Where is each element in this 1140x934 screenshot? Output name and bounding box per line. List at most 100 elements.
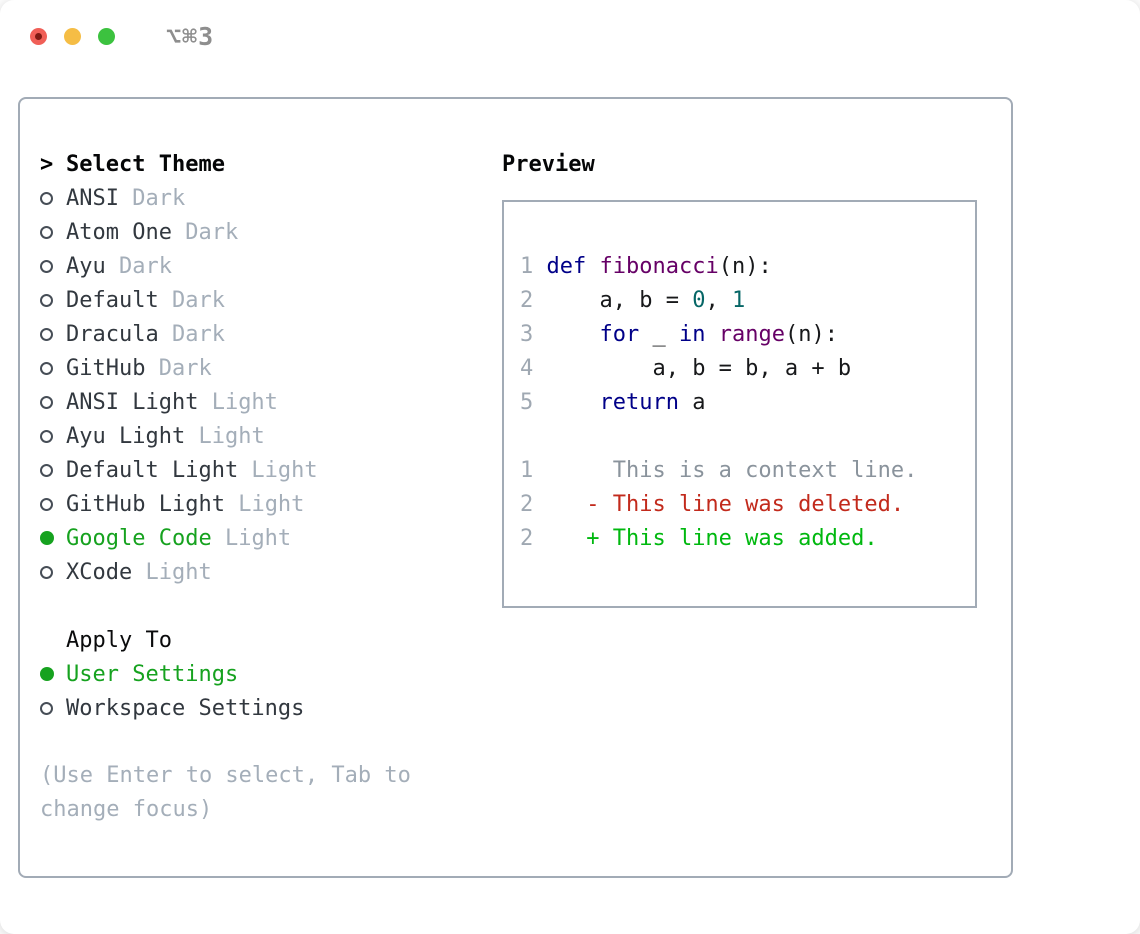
apply-option-label: Workspace Settings	[66, 695, 305, 721]
code-line: 1 def fibonacci(n):	[520, 250, 975, 284]
theme-variant-label: Light	[198, 389, 278, 415]
code-segment-ln: 3	[520, 322, 534, 347]
theme-variant-label: Light	[185, 423, 265, 449]
code-segment-p: a, b = b, a + b	[533, 356, 852, 381]
radio-icon	[40, 565, 66, 579]
theme-option-atom-one[interactable]: Atom One Dark	[40, 215, 480, 249]
close-button[interactable]	[30, 28, 47, 45]
theme-option-github[interactable]: GitHub Dark	[40, 351, 480, 385]
code-segment-del: - This line was deleted.	[533, 492, 905, 517]
code-line: 4 a, b = b, a + b	[520, 352, 975, 386]
theme-option-dracula[interactable]: Dracula Dark	[40, 317, 480, 351]
code-segment-p: a	[678, 390, 706, 415]
code-line: 1 This is a context line.	[520, 454, 975, 488]
preview-title: Preview	[502, 151, 595, 177]
code-line: 2 a, b = 0, 1	[520, 284, 975, 318]
theme-option-label: Dracula	[66, 321, 159, 347]
code-segment-kw: for	[599, 322, 640, 347]
code-segment-p: (n):	[784, 322, 838, 347]
code-segment-p: ,	[705, 288, 732, 313]
theme-option-github-light[interactable]: GitHub Light Light	[40, 487, 480, 521]
theme-option-label: XCode	[66, 559, 133, 585]
apply-option-user-settings[interactable]: User Settings	[40, 657, 480, 691]
code-segment-p: _	[639, 322, 679, 347]
theme-option-label: GitHub Light	[66, 491, 225, 517]
theme-option-default-light[interactable]: Default Light Light	[40, 453, 480, 487]
code-segment-p	[705, 322, 718, 347]
theme-option-label: Atom One	[66, 219, 172, 245]
code-segment-p	[533, 254, 546, 279]
code-segment-ln: 1	[520, 254, 534, 279]
radio-icon	[40, 701, 66, 715]
theme-variant-label: Dark	[105, 253, 172, 279]
theme-variant-label: Dark	[145, 355, 212, 381]
code-line: 3 for _ in range(n):	[520, 318, 975, 352]
code-segment-ln: 2	[520, 526, 534, 551]
theme-option-google-code[interactable]: Google Code Light	[40, 521, 480, 555]
code-segment-nu: 0	[692, 288, 706, 313]
code-segment-ln: 5	[520, 390, 534, 415]
minimize-button[interactable]	[64, 28, 81, 45]
radio-icon	[40, 191, 66, 205]
code-segment-ln: 1	[520, 458, 534, 483]
zoom-button[interactable]	[98, 28, 115, 45]
code-segment-nu: 1	[731, 288, 746, 313]
select-theme-title: Select Theme	[66, 151, 225, 177]
radio-icon	[40, 395, 66, 409]
code-segment-kw: def	[546, 254, 587, 279]
radio-icon	[40, 293, 66, 307]
theme-variant-label: Light	[211, 525, 292, 551]
theme-variant-label: Dark	[158, 321, 225, 347]
help-text-line-1: (Use Enter to select, Tab to	[40, 763, 411, 788]
radio-icon	[40, 463, 66, 477]
code-segment-p	[533, 322, 599, 347]
theme-variant-label: Light	[238, 457, 318, 483]
theme-option-ayu[interactable]: Ayu Dark	[40, 249, 480, 283]
code-line	[520, 420, 975, 454]
code-segment-ctx: This is a context line.	[533, 458, 918, 483]
code-segment-fn: fibonacci	[599, 254, 719, 279]
theme-variant-label: Light	[132, 559, 212, 585]
window-title: ⌥⌘3	[166, 22, 215, 51]
theme-option-default[interactable]: Default Dark	[40, 283, 480, 317]
code-segment-kw: return	[599, 390, 679, 415]
title-bar: ⌥⌘3	[0, 0, 1140, 64]
apply-to-title: Apply To	[66, 627, 172, 653]
theme-variant-label: Dark	[171, 219, 239, 245]
theme-option-ansi-light[interactable]: ANSI Light Light	[40, 385, 480, 419]
radio-icon	[40, 327, 66, 341]
theme-variant-label: Dark	[158, 287, 225, 313]
theme-option-ansi[interactable]: ANSI Dark	[40, 181, 480, 215]
radio-selected-icon	[40, 667, 66, 681]
code-segment-p	[586, 254, 599, 279]
apply-option-workspace-settings[interactable]: Workspace Settings	[40, 691, 480, 725]
radio-icon	[40, 429, 66, 443]
theme-option-xcode[interactable]: XCode Light	[40, 555, 480, 589]
code-segment-add: + This line was added.	[533, 526, 878, 551]
theme-option-label: GitHub	[66, 355, 146, 381]
section-gap	[40, 725, 480, 759]
code-segment-ln: 4	[520, 356, 534, 381]
apply-to-header: Apply To	[40, 623, 480, 657]
theme-option-label: Ayu Light	[66, 423, 186, 449]
radio-selected-icon	[40, 531, 66, 545]
radio-icon	[40, 497, 66, 511]
code-segment-p: a, b =	[533, 288, 693, 313]
theme-variant-label: Light	[224, 491, 305, 517]
theme-option-label: ANSI	[66, 185, 119, 211]
code-segment-fn: range	[718, 322, 785, 347]
theme-option-ayu-light[interactable]: Ayu Light Light	[40, 419, 480, 453]
code-segment-p: (n):	[718, 254, 772, 279]
code-line: 5 return a	[520, 386, 975, 420]
theme-option-label: Default	[66, 287, 159, 313]
theme-option-label: Default Light	[66, 457, 239, 483]
radio-icon	[40, 225, 66, 239]
code-segment-p	[533, 390, 599, 415]
theme-variant-label: Dark	[118, 185, 186, 211]
theme-option-label: ANSI Light	[66, 389, 199, 415]
prompt-caret-icon: >	[40, 151, 54, 177]
